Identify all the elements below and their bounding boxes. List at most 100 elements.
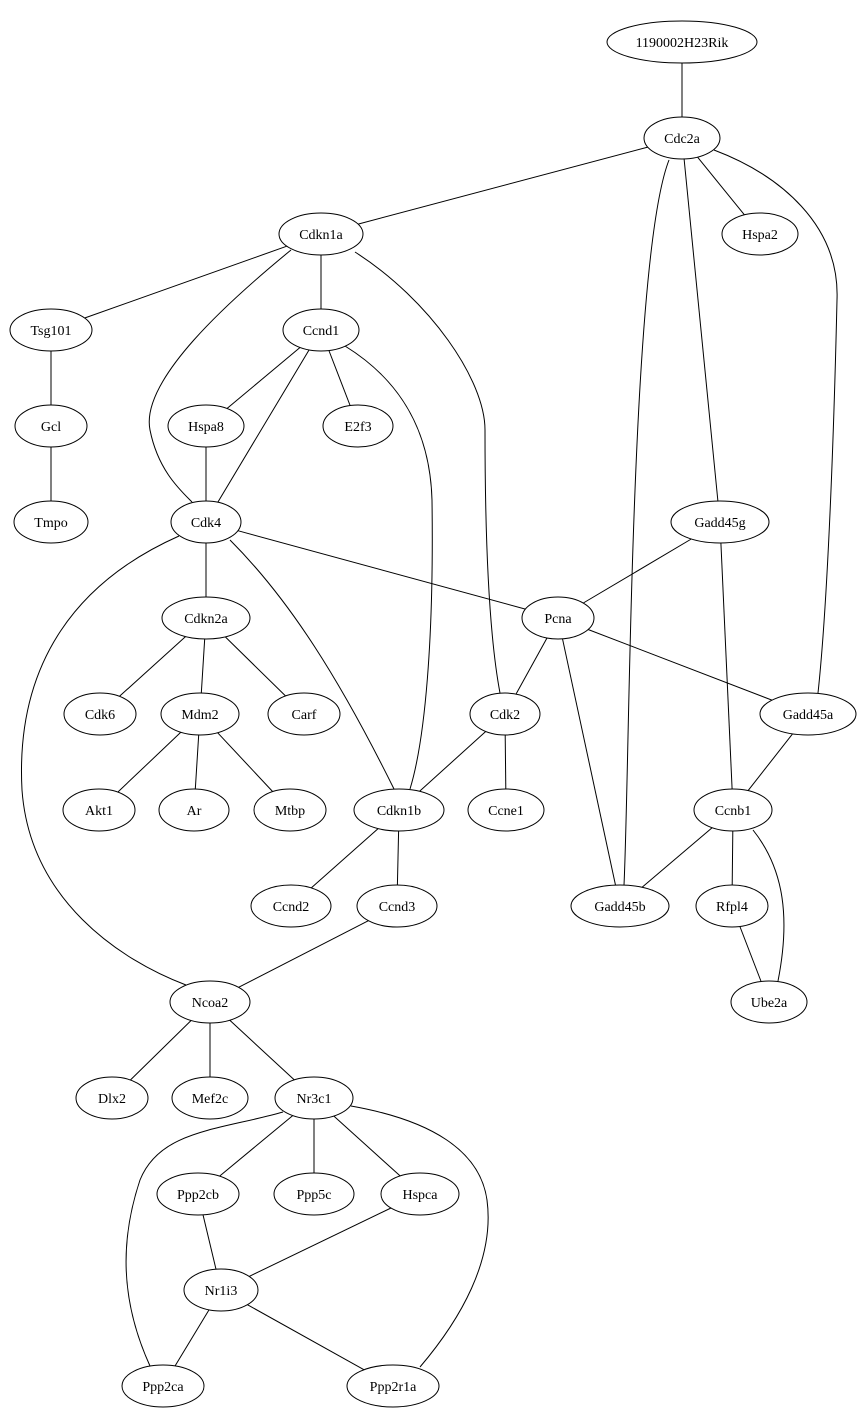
- node-label: Ccnb1: [715, 804, 752, 819]
- node-rfpl4: Rfpl4: [695, 884, 769, 928]
- node-ellipse: [267, 692, 341, 736]
- node-ccnd1: Ccnd1: [282, 308, 360, 352]
- edge-cdkn1a-cdk2: [354, 251, 501, 694]
- node-ncoa2: Ncoa2: [169, 980, 251, 1024]
- node-ellipse: [161, 596, 251, 640]
- edge-cdkn2a-cdk6: [119, 636, 186, 697]
- node-ccnd2: Ccnd2: [250, 884, 332, 928]
- node-label: Mtbp: [275, 804, 305, 819]
- node-akt1: Akt1: [62, 788, 136, 832]
- node-label: Cdk6: [85, 708, 115, 723]
- node-label: Cdk2: [490, 708, 520, 723]
- edge-ccnd1-e2f3: [328, 350, 351, 406]
- node-ellipse: [183, 1268, 259, 1312]
- edge-cdkn1b-ccnd2: [310, 828, 379, 889]
- node-cdkn1b: Cdkn1b: [353, 788, 445, 832]
- edge-cdc2a-gadd45g: [683, 158, 719, 502]
- node-label: Dlx2: [98, 1092, 126, 1107]
- node-ellipse: [346, 1364, 440, 1408]
- node-pcna: Pcna: [521, 596, 595, 640]
- edge-cdkn1a-tsg101: [84, 245, 287, 319]
- edge-pcna-cdk2: [515, 637, 548, 695]
- edge-cdkn1a-cdk4: [148, 249, 292, 503]
- node-label: Rfpl4: [716, 900, 748, 915]
- node-cdc2a: Cdc2a: [643, 116, 721, 160]
- node-label: Tmpo: [34, 516, 67, 531]
- node-ube2a: Ube2a: [730, 980, 808, 1024]
- node-ellipse: [156, 1172, 240, 1216]
- edge-hspca-nr1i3: [248, 1207, 392, 1277]
- edge-cdc2a-gadd45a: [713, 149, 838, 694]
- edge-rfpl4-ube2a: [739, 926, 762, 982]
- edge-ccnb1-gadd45b: [641, 827, 713, 888]
- node-label: Nr3c1: [297, 1092, 332, 1107]
- node-ellipse: [570, 884, 670, 928]
- edge-mdm2-akt1: [117, 731, 182, 793]
- node-label: Cdk4: [191, 516, 221, 531]
- node-ellipse: [250, 884, 332, 928]
- node-hspa8: Hspa8: [167, 404, 245, 448]
- edge-cdk2-cdkn1b: [419, 731, 487, 792]
- node-ppp2ca: Ppp2ca: [121, 1364, 205, 1408]
- node-label: Ar: [187, 804, 202, 819]
- edge-nr3c1-hspca: [333, 1115, 401, 1177]
- node-ellipse: [469, 692, 541, 736]
- node-ellipse: [467, 788, 545, 832]
- edge-cdc2a-gadd45b: [623, 159, 670, 886]
- edge-gadd45g-ccnb1: [720, 542, 733, 790]
- node-ellipse: [171, 1076, 249, 1120]
- node-ellipse: [643, 116, 721, 160]
- node-label: Ncoa2: [192, 996, 229, 1011]
- edge-pcna-gadd45a: [587, 629, 773, 701]
- node-label: Pcna: [544, 612, 572, 627]
- edge-gadd45g-pcna: [583, 538, 692, 604]
- node-cdk2: Cdk2: [469, 692, 541, 736]
- edge-cdk2-ccne1: [504, 734, 507, 790]
- node-ellipse: [62, 788, 136, 832]
- node-carf: Carf: [267, 692, 341, 736]
- node-ccne1: Ccne1: [467, 788, 545, 832]
- edge-cdk4-ncoa2: [20, 535, 187, 986]
- node-label: Mef2c: [192, 1092, 229, 1107]
- node-hspa2: Hspa2: [721, 212, 799, 256]
- edge-cdkn2a-mdm2: [200, 638, 206, 694]
- node-ellipse: [380, 1172, 460, 1216]
- edge-ppp2cb-nr1i3: [202, 1214, 217, 1270]
- edge-pcna-gadd45b: [562, 638, 616, 886]
- node-ellipse: [9, 308, 93, 352]
- node-hspca: Hspca: [380, 1172, 460, 1216]
- node-label: Ppp2r1a: [370, 1380, 417, 1395]
- node-label: Hspca: [403, 1188, 439, 1203]
- node-ellipse: [158, 788, 230, 832]
- node-label: Ccnd1: [303, 324, 340, 339]
- node-label: Ccne1: [488, 804, 524, 819]
- node-ellipse: [274, 1076, 354, 1120]
- node-label: Ppp5c: [297, 1188, 332, 1203]
- node-tsg101: Tsg101: [9, 308, 93, 352]
- edge-ccnd3-ncoa2: [238, 920, 369, 988]
- edge-mdm2-ar: [194, 734, 200, 790]
- node-ellipse: [282, 308, 360, 352]
- node-ellipse: [63, 692, 137, 736]
- node-mdm2: Mdm2: [160, 692, 240, 736]
- node-label: Ccnd3: [379, 900, 416, 915]
- node-label: Hspa8: [188, 420, 224, 435]
- edge-nr3c1-ppp2cb: [219, 1115, 294, 1177]
- node-gadd45g: Gadd45g: [670, 500, 770, 544]
- node-ellipse: [721, 212, 799, 256]
- node-ccnb1: Ccnb1: [693, 788, 773, 832]
- node-gadd45b: Gadd45b: [570, 884, 670, 928]
- edge-ccnb1-ube2a: [752, 829, 785, 982]
- node-1190002h23rik: 1190002H23Rik: [606, 20, 758, 64]
- node-label: Ccnd2: [273, 900, 310, 915]
- edge-cdc2a-hspa2: [697, 156, 745, 216]
- node-cdk6: Cdk6: [63, 692, 137, 736]
- node-ellipse: [253, 788, 327, 832]
- node-ellipse: [75, 1076, 149, 1120]
- node-label: Nr1i3: [205, 1284, 238, 1299]
- node-ellipse: [14, 404, 88, 448]
- node-ellipse: [693, 788, 773, 832]
- node-label: Cdkn1a: [299, 228, 343, 243]
- edge-nr3c1-ppp2ca: [125, 1111, 284, 1367]
